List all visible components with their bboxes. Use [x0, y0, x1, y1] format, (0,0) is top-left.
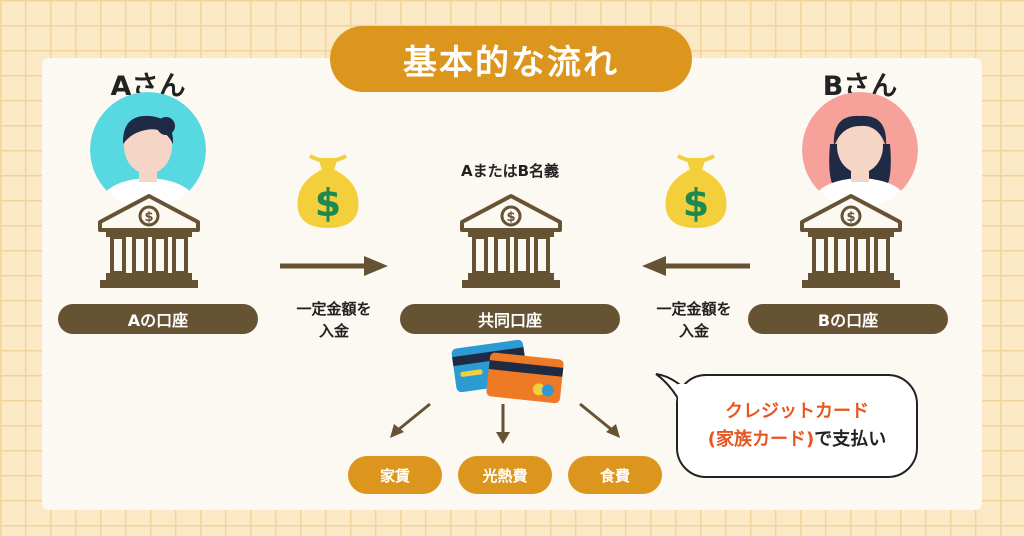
bank-a-icon [94, 192, 204, 292]
expense-arrows-icon [390, 402, 620, 444]
deposit-left-line1: 一定金額を [296, 300, 372, 318]
account-b-bar: Bの口座 [748, 304, 948, 334]
deposit-left-text: 一定金額を 入金 [274, 298, 394, 342]
deposit-right-line2: 入金 [678, 322, 709, 340]
deposit-right-line1: 一定金額を [656, 300, 732, 318]
account-a-bar: Aの口座 [58, 304, 258, 334]
deposit-arrow-left-icon [280, 256, 388, 276]
bubble-payment: で支払い [814, 429, 887, 450]
person-a-avatar-icon [90, 92, 206, 208]
deposit-left-line2: 入金 [318, 322, 349, 340]
speech-bubble [676, 374, 918, 478]
speech-bubble-tail-icon [655, 373, 692, 406]
page-title: 基本的な流れ [330, 26, 692, 92]
joint-owner-label: AまたはB名義 [460, 162, 560, 180]
bubble-line1: クレジットカード [725, 401, 869, 422]
joint-account-bar: 共同口座 [400, 304, 620, 334]
bank-joint-icon [456, 192, 566, 292]
bubble-line2: (家族カード)で支払い [676, 426, 918, 454]
credit-card-icon [451, 339, 564, 404]
expense-rent: 家賃 [348, 456, 442, 494]
money-bag-left-icon [288, 150, 368, 230]
bubble-family-card: (家族カード) [707, 429, 815, 450]
deposit-arrow-right-icon [642, 256, 750, 276]
expense-utilities: 光熱費 [458, 456, 552, 494]
money-bag-right-icon [656, 150, 736, 230]
bank-b-icon [796, 192, 906, 292]
expense-food: 食費 [568, 456, 662, 494]
bubble-text: クレジットカード (家族カード)で支払い [676, 398, 918, 454]
deposit-right-text: 一定金額を 入金 [634, 298, 754, 342]
person-b-avatar-icon [802, 92, 918, 208]
